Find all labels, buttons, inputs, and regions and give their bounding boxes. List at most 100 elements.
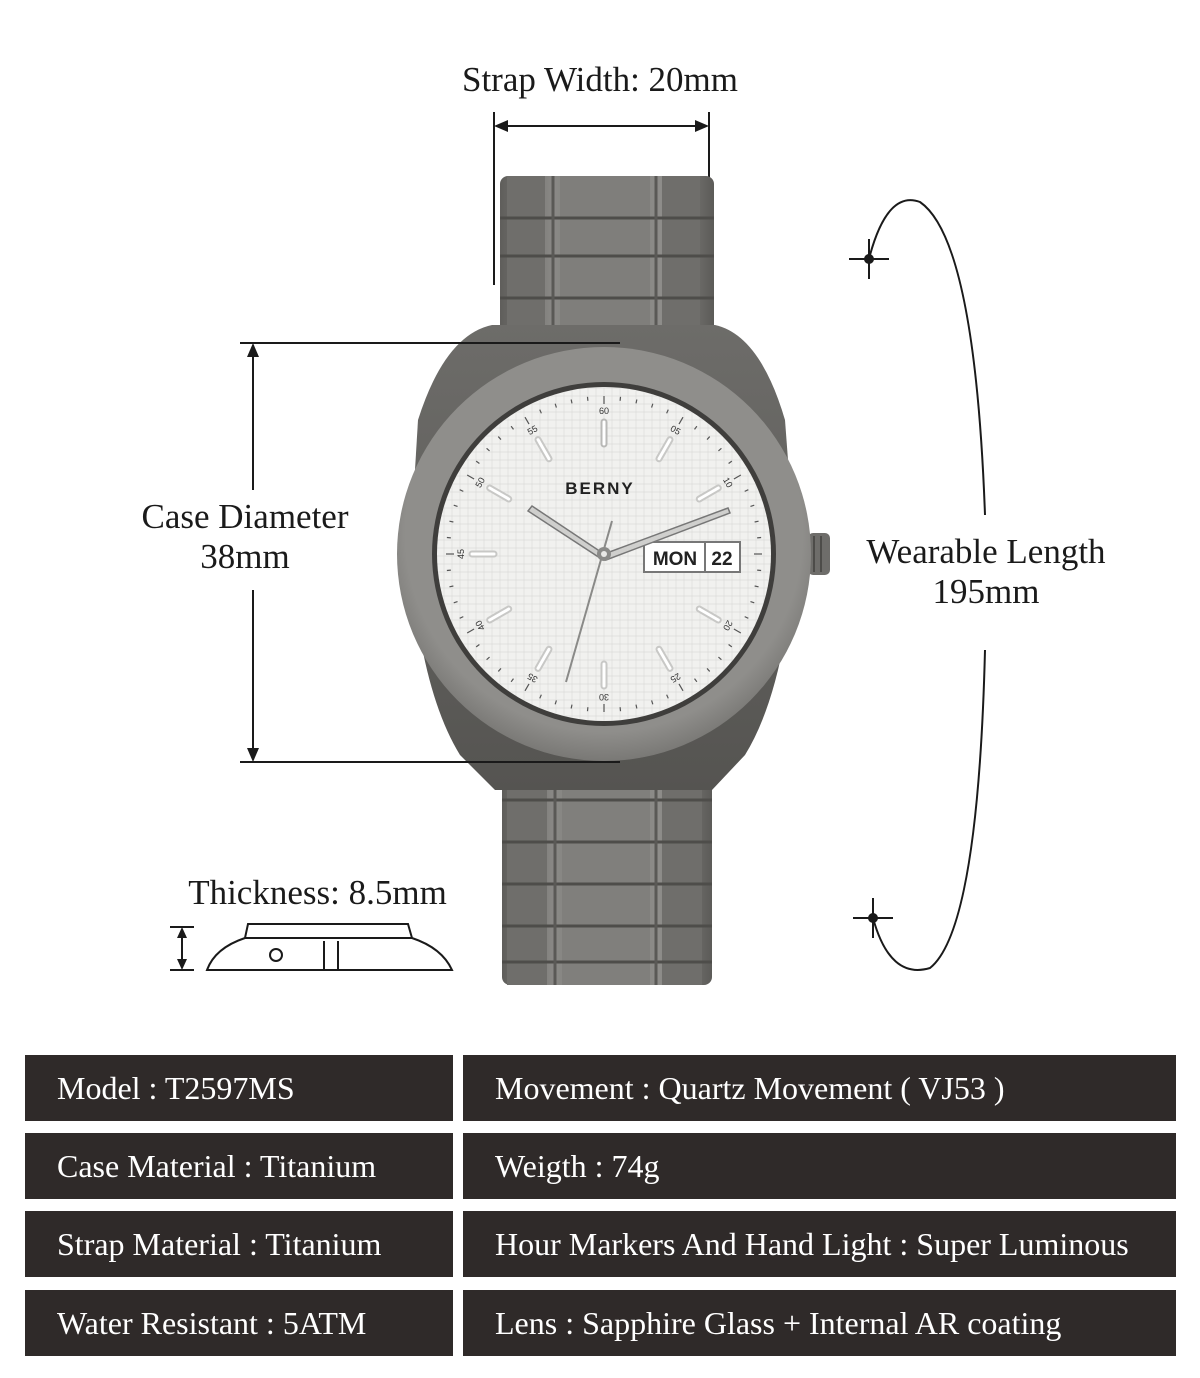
minute-numeral: 45 (456, 549, 466, 559)
day-date-window: MON 22 (643, 541, 741, 573)
dial-minute-track (446, 396, 762, 712)
hour-marker (657, 438, 672, 461)
crosshair-top-icon (849, 239, 889, 279)
minute-numeral: 60 (599, 406, 609, 416)
bracelet-lower (502, 740, 712, 985)
minute-numeral: 20 (721, 619, 735, 633)
minute-tick (554, 700, 557, 705)
minute-tick (750, 601, 755, 604)
minute-tick (744, 489, 749, 492)
minute-tick (754, 585, 759, 588)
bracelet-upper (500, 176, 714, 341)
minute-tick (754, 520, 759, 523)
case-diameter-label: Case Diameter 38mm (120, 497, 370, 578)
hour-marker (697, 486, 720, 501)
minute-tick (466, 628, 475, 634)
wearable-length-value: 195mm (932, 572, 1040, 612)
minute-tick (486, 447, 490, 452)
minute-numeral: 55 (526, 423, 540, 437)
wearable-length-label: Wearable Length 195mm (840, 532, 1132, 613)
minute-tick (453, 601, 458, 604)
minute-tick (570, 704, 573, 709)
minute-tick (750, 504, 755, 507)
strap-width-label: Strap Width: 20mm (461, 60, 738, 99)
minute-numeral: 10 (721, 476, 735, 490)
spec-water-resistant: Water Resistant : 5ATM (25, 1290, 453, 1356)
minute-numeral: 35 (526, 671, 540, 685)
minute-tick (635, 399, 638, 404)
minute-tick (475, 460, 480, 464)
minute-tick (453, 504, 458, 507)
crown (808, 533, 830, 575)
minute-tick (666, 694, 669, 699)
wearable-length-title: Wearable Length (866, 532, 1106, 571)
minute-tick (524, 683, 530, 692)
minute-tick (539, 409, 542, 414)
case-profile-icon (205, 923, 454, 971)
minute-tick (651, 403, 654, 408)
minute-tick (459, 489, 464, 492)
minute-tick (706, 668, 711, 672)
minute-tick (539, 694, 542, 699)
wearable-length-dimension (849, 199, 986, 971)
spec-movement: Movement : Quartz Movement ( VJ53 ) (463, 1055, 1176, 1121)
minute-numeral: 25 (669, 671, 683, 685)
day-display: MON (653, 549, 697, 570)
minute-tick (449, 585, 454, 588)
minute-tick (459, 616, 464, 619)
hour-marker (697, 607, 720, 622)
spec-weight: Weigth : 74g (463, 1133, 1176, 1199)
hour-marker (536, 438, 551, 461)
minute-tick (524, 416, 530, 425)
thickness-label: Thickness: 8.5mm (188, 873, 447, 912)
hour-marker (488, 607, 511, 622)
minute-tick (694, 678, 698, 683)
minute-numeral: 40 (473, 619, 487, 633)
date-display: 22 (711, 549, 732, 570)
minute-tick (718, 656, 722, 661)
minute-tick (475, 644, 480, 648)
minute-numeral: 50 (473, 476, 487, 490)
minute-numeral: 05 (669, 423, 683, 437)
minute-tick (728, 460, 733, 464)
spec-luminous: Hour Markers And Hand Light : Super Lumi… (463, 1211, 1176, 1277)
spec-model: Model : T2597MS (25, 1055, 453, 1121)
case-diameter-dimension (240, 342, 620, 763)
hour-marker (536, 647, 551, 670)
watch-figure: 60 05 10 20 25 30 35 40 45 50 55 BERNY MON 22 (170, 112, 986, 985)
case-diameter-value: 38mm (200, 537, 290, 577)
minute-tick (733, 628, 742, 634)
minute-tick (635, 704, 638, 709)
brand-logo: BERNY (565, 479, 635, 498)
minute-tick (728, 644, 733, 648)
spec-lens: Lens : Sapphire Glass + Internal AR coat… (463, 1290, 1176, 1356)
crosshair-bottom-icon (853, 898, 893, 938)
case-diameter-title: Case Diameter (141, 497, 349, 536)
hour-marker (657, 647, 672, 670)
minute-tick (466, 474, 475, 480)
minute-tick (744, 616, 749, 619)
spec-strap-material: Strap Material : Titanium (25, 1211, 453, 1277)
minute-tick (694, 425, 698, 430)
minute-tick (510, 678, 514, 683)
minute-tick (666, 409, 669, 414)
dial-minute-numerals: 60 05 10 20 25 30 35 40 45 50 55 (456, 406, 735, 702)
minute-tick (449, 520, 454, 523)
hour-markers (468, 418, 722, 690)
minute-tick (678, 683, 684, 692)
minute-tick (510, 425, 514, 430)
minute-tick (678, 416, 684, 425)
minute-tick (497, 436, 502, 440)
minute-tick (651, 700, 654, 705)
spec-case-material: Case Material : Titanium (25, 1133, 453, 1199)
minute-tick (706, 436, 711, 440)
thickness-dimension (170, 923, 454, 971)
minute-tick (486, 656, 490, 661)
minute-tick (497, 668, 502, 672)
minute-tick (570, 399, 573, 404)
minute-tick (718, 447, 722, 452)
watch-hands (526, 504, 731, 683)
minute-numeral: 30 (599, 692, 609, 702)
minute-tick (733, 474, 742, 480)
hour-marker (488, 486, 511, 501)
